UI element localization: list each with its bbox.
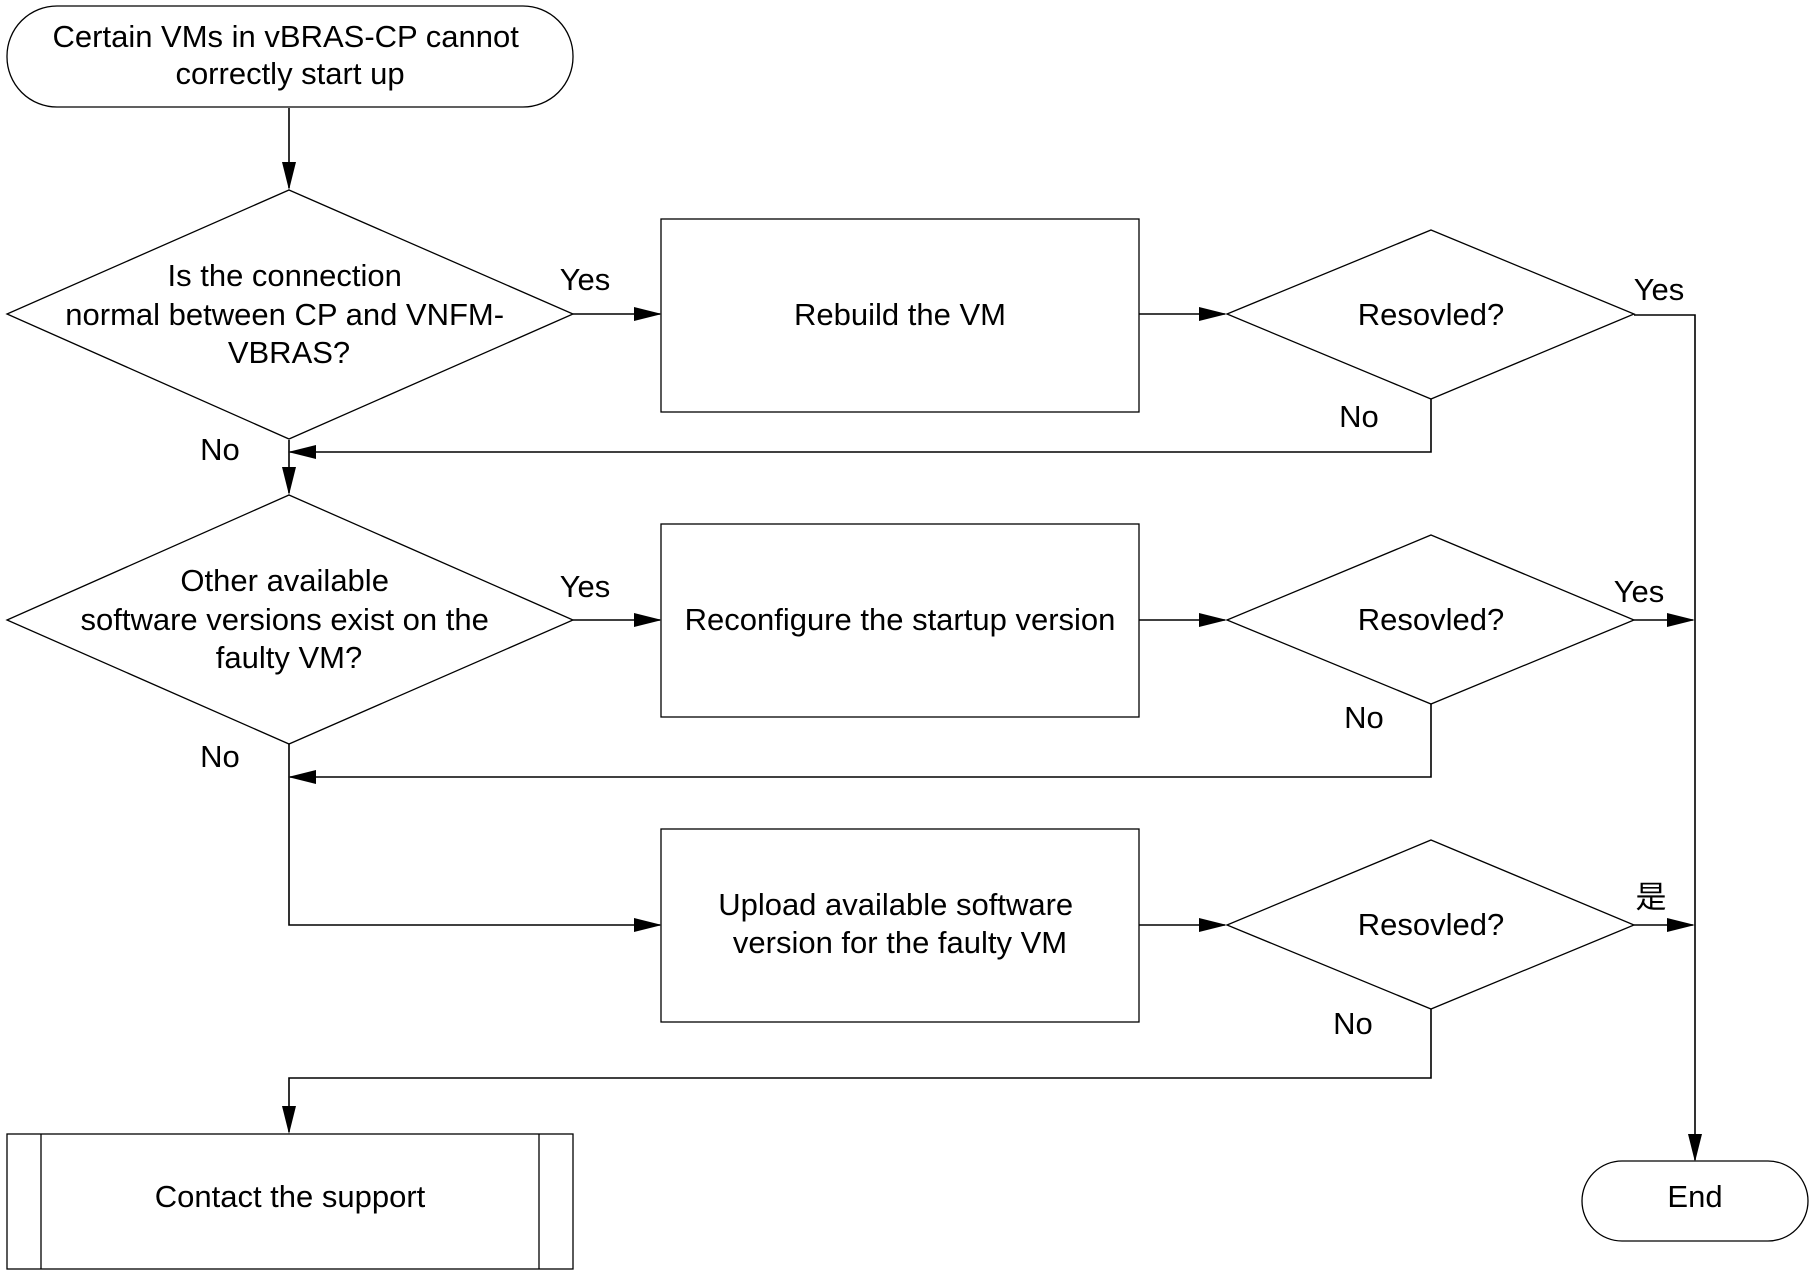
resolved-1-node: Resovled? (1225, 229, 1636, 400)
edge-resolved-3-no-to-support (282, 1009, 1432, 1134)
upload-shape (660, 828, 1140, 1023)
edge-resolved-1-no-loop (288, 398, 1432, 459)
decision-connection-shape (5, 189, 575, 440)
decision-versions-line-1: Other available (180, 563, 389, 598)
label-connection-no: No (200, 432, 240, 467)
end-text: End (1667, 1179, 1722, 1214)
decision-versions-line-2: software versions exist on the (81, 602, 489, 637)
label-resolved-2-no: No (1344, 700, 1384, 735)
edge-labels: Yes No Yes No Yes No Yes No 是 No (200, 262, 1684, 1041)
end-line-1: End (1667, 1179, 1722, 1214)
upload-line-1: Upload available software (718, 887, 1073, 922)
upload-text: Upload available software version for th… (718, 887, 1082, 960)
resolved-2-text: Resovled? (1358, 602, 1504, 637)
resolved-3-text: Resovled? (1358, 907, 1504, 942)
support-text: Contact the support (155, 1179, 426, 1214)
decision-versions-shape (5, 494, 575, 745)
decision-connection-line-2: normal between CP and VNFM- (65, 297, 504, 332)
resolved-2-node: Resovled? (1225, 534, 1636, 705)
start-line-1: Certain VMs in vBRAS-CP cannot (53, 19, 520, 54)
resolved-1-shape (1225, 229, 1636, 400)
connectors (282, 108, 1702, 1162)
end-node: End (1581, 1160, 1809, 1242)
start-line-2: correctly start up (175, 56, 404, 91)
resolved-3-line-1: Resovled? (1358, 907, 1504, 942)
edge-resolved-1-yes-to-end (1634, 314, 1702, 1162)
label-resolved-3-no: No (1333, 1006, 1373, 1041)
support-node: Contact the support (6, 1133, 574, 1270)
resolved-3-node: Resovled? (1225, 839, 1636, 1010)
start-text: Certain VMs in vBRAS-CP cannot correctly… (53, 19, 528, 91)
resolved-3-shape (1225, 839, 1636, 1010)
decision-connection-text: Is the connection normal between CP and … (65, 258, 512, 370)
resolved-1-line-1: Resovled? (1358, 297, 1504, 332)
label-resolved-1-no: No (1339, 399, 1379, 434)
reconfigure-node: Reconfigure the startup version (660, 523, 1140, 718)
rebuild-vm-line-1: Rebuild the VM (794, 297, 1006, 332)
decision-connection-line-3: VBRAS? (228, 335, 350, 370)
support-line-1: Contact the support (155, 1179, 426, 1214)
upload-line-2: version for the faulty VM (733, 925, 1067, 960)
reconfigure-shape (660, 523, 1140, 718)
end-terminator-shape (1581, 1160, 1809, 1242)
decision-versions-node: Other available software versions exist … (5, 494, 575, 745)
rebuild-vm-shape (660, 218, 1140, 413)
start-terminator-shape (6, 5, 574, 108)
edge-versions-no-to-upload (288, 744, 662, 932)
support-shape (6, 1133, 574, 1270)
rebuild-vm-text: Rebuild the VM (794, 297, 1006, 332)
upload-node: Upload available software version for th… (660, 828, 1140, 1023)
label-versions-no: No (200, 739, 240, 774)
edge-resolved-2-no-loop (288, 704, 1432, 784)
label-resolved-2-yes: Yes (1614, 574, 1665, 609)
resolved-2-shape (1225, 534, 1636, 705)
label-connection-yes: Yes (560, 262, 611, 297)
resolved-1-text: Resovled? (1358, 297, 1504, 332)
reconfigure-line-1: Reconfigure the startup version (685, 602, 1116, 637)
label-resolved-1-yes: Yes (1634, 272, 1685, 307)
decision-connection-node: Is the connection normal between CP and … (5, 189, 575, 440)
decision-versions-line-3: faulty VM? (216, 640, 362, 675)
reconfigure-text: Reconfigure the startup version (685, 602, 1116, 637)
decision-versions-text: Other available software versions exist … (81, 563, 498, 675)
resolved-2-line-1: Resovled? (1358, 602, 1504, 637)
start-node: Certain VMs in vBRAS-CP cannot correctly… (6, 5, 574, 108)
label-resolved-3-yes: 是 (1636, 880, 1667, 915)
label-versions-yes: Yes (560, 569, 611, 604)
decision-connection-line-1: Is the connection (167, 258, 401, 293)
rebuild-vm-node: Rebuild the VM (660, 218, 1140, 413)
